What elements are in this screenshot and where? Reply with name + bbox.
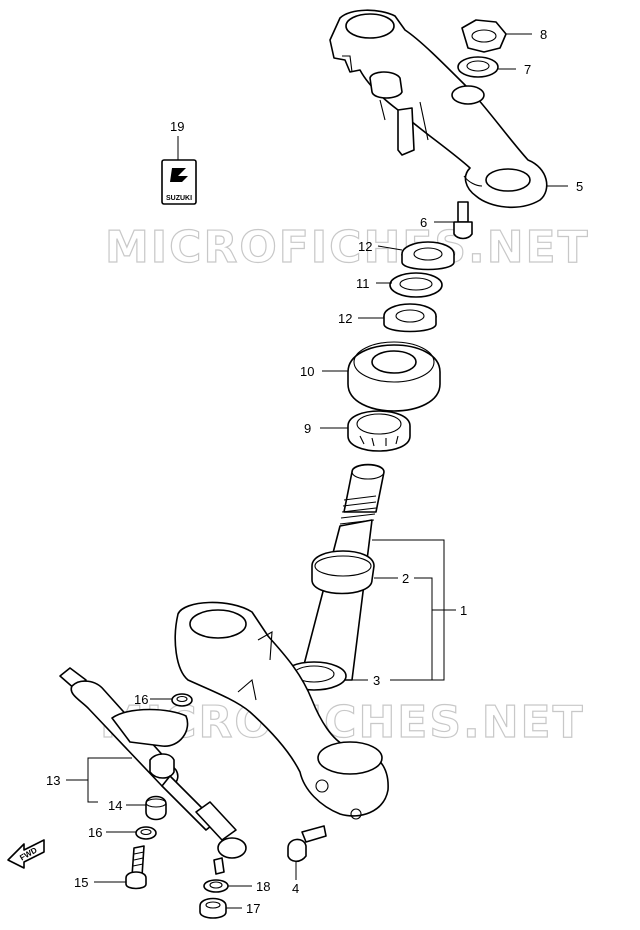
- upper-bracket: [329, 9, 548, 209]
- callout-13: 13: [46, 773, 60, 788]
- nut-8: [461, 19, 507, 53]
- race-10: [347, 341, 441, 412]
- collar-14: [145, 795, 167, 821]
- leader-lines: [66, 33, 568, 909]
- callout-11: 11: [356, 276, 370, 291]
- callout-12-upper: 12: [358, 239, 372, 254]
- callout-9: 9: [304, 421, 311, 436]
- bolt-6: [453, 201, 473, 240]
- washer-18: [203, 879, 229, 893]
- callout-16-upper: 16: [134, 692, 148, 707]
- bolt-15: [125, 845, 147, 890]
- bearing-9: [347, 410, 411, 452]
- steering-damper: [59, 667, 247, 875]
- callout-5: 5: [576, 179, 583, 194]
- callout-15: 15: [74, 875, 88, 890]
- washer-16-lower: [135, 826, 157, 840]
- callout-19: 19: [170, 119, 184, 134]
- callout-7: 7: [524, 62, 531, 77]
- suzuki-emblem: SUZUKI: [161, 159, 197, 205]
- callout-4: 4: [292, 881, 299, 896]
- callouts: 8 7 5 19 6 12 11 12 10 9 2 1 3 16 13 14 …: [46, 27, 583, 916]
- fwd-arrow: FWD: [7, 839, 45, 869]
- callout-12-lower: 12: [338, 311, 352, 326]
- callout-3: 3: [373, 673, 380, 688]
- logo-text: SUZUKI: [166, 195, 192, 202]
- washer-16-upper: [171, 693, 193, 707]
- bolt-4: [287, 825, 327, 863]
- washer-11: [389, 272, 443, 298]
- callout-17: 17: [246, 901, 260, 916]
- steering-stem: [174, 463, 389, 820]
- watermark-top: MICROFICHES.NET: [105, 222, 590, 273]
- callout-16-lower: 16: [88, 825, 102, 840]
- callout-1: 1: [460, 603, 467, 618]
- nut-17: [199, 897, 227, 919]
- callout-14: 14: [108, 798, 122, 813]
- callout-2: 2: [402, 571, 409, 586]
- nut-12-upper: [401, 241, 455, 271]
- callout-6: 6: [420, 215, 427, 230]
- callout-10: 10: [300, 364, 314, 379]
- nut-12-lower: [383, 303, 437, 333]
- washer-7: [457, 56, 499, 78]
- callout-8: 8: [540, 27, 547, 42]
- callout-18: 18: [256, 879, 270, 894]
